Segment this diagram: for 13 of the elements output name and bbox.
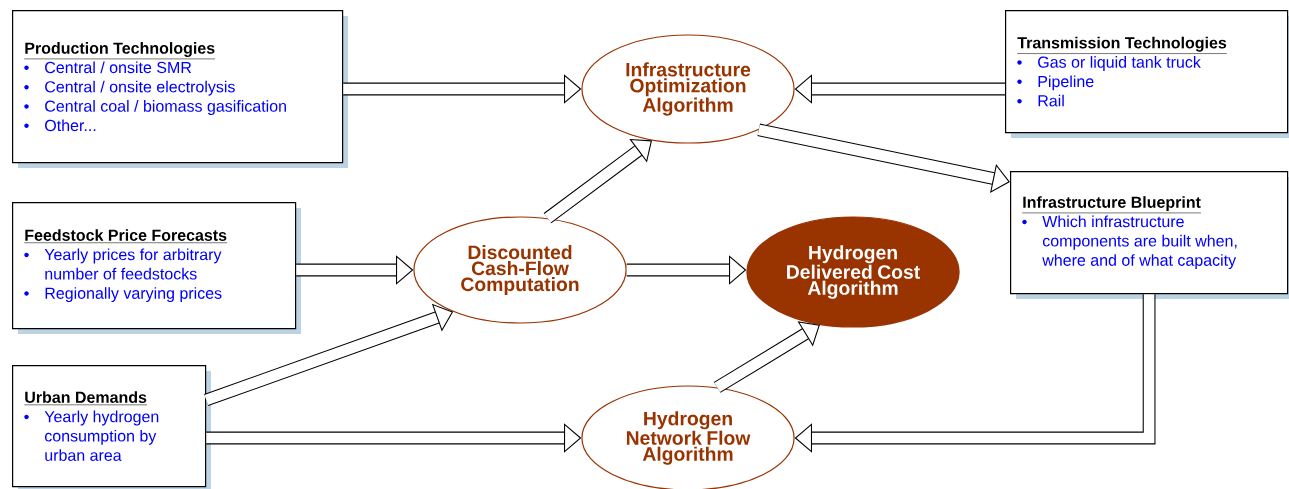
block-arrow (713, 321, 820, 393)
info-box: Production Technologies Central / onsite SMR Central / onsite electrolysis Central coal / biomass gasification Other... (12, 10, 348, 168)
block-arrow (626, 255, 747, 285)
info-box: Infrastructure Blueprint Which infrastructure components are built when, where and of what capacity (1010, 171, 1289, 299)
block-arrow (757, 123, 1010, 193)
block-arrow (794, 74, 1005, 104)
info-box: Transmission Technologies Gas or liquid tank truck Pipeline Rail (1005, 10, 1289, 138)
info-box: Urban Demands Yearly hydrogen consumption by urban area (12, 365, 211, 489)
block-arrow (296, 255, 414, 285)
block-arrow (343, 74, 582, 104)
info-box: Feedstock Price Forecasts Yearly prices for arbitrary number of feedstocks Regionally varying prices (12, 202, 301, 334)
block-arrow (206, 423, 582, 453)
block-arrow (794, 294, 1156, 453)
